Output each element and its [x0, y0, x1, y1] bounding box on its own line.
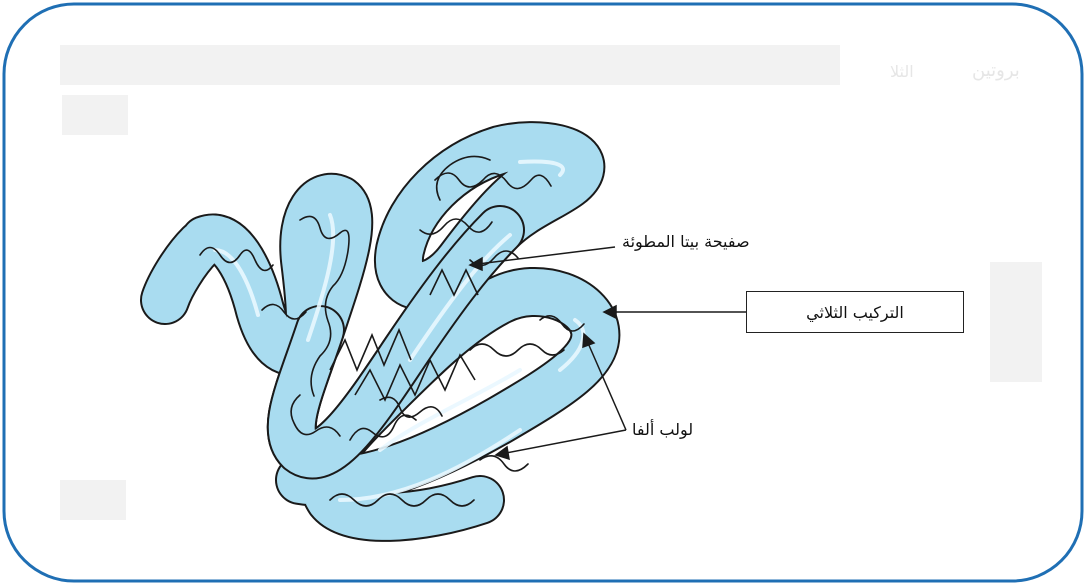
label-tertiary-structure: التركيب الثلاثي [806, 303, 904, 322]
protein-tube-outline [165, 146, 595, 517]
label-beta-sheet: صفيحة بيتا المطوئة [622, 232, 750, 251]
label-tertiary-structure-box: التركيب الثلاثي [746, 291, 964, 333]
label-alpha-helix: لولب ألفا [632, 420, 693, 439]
